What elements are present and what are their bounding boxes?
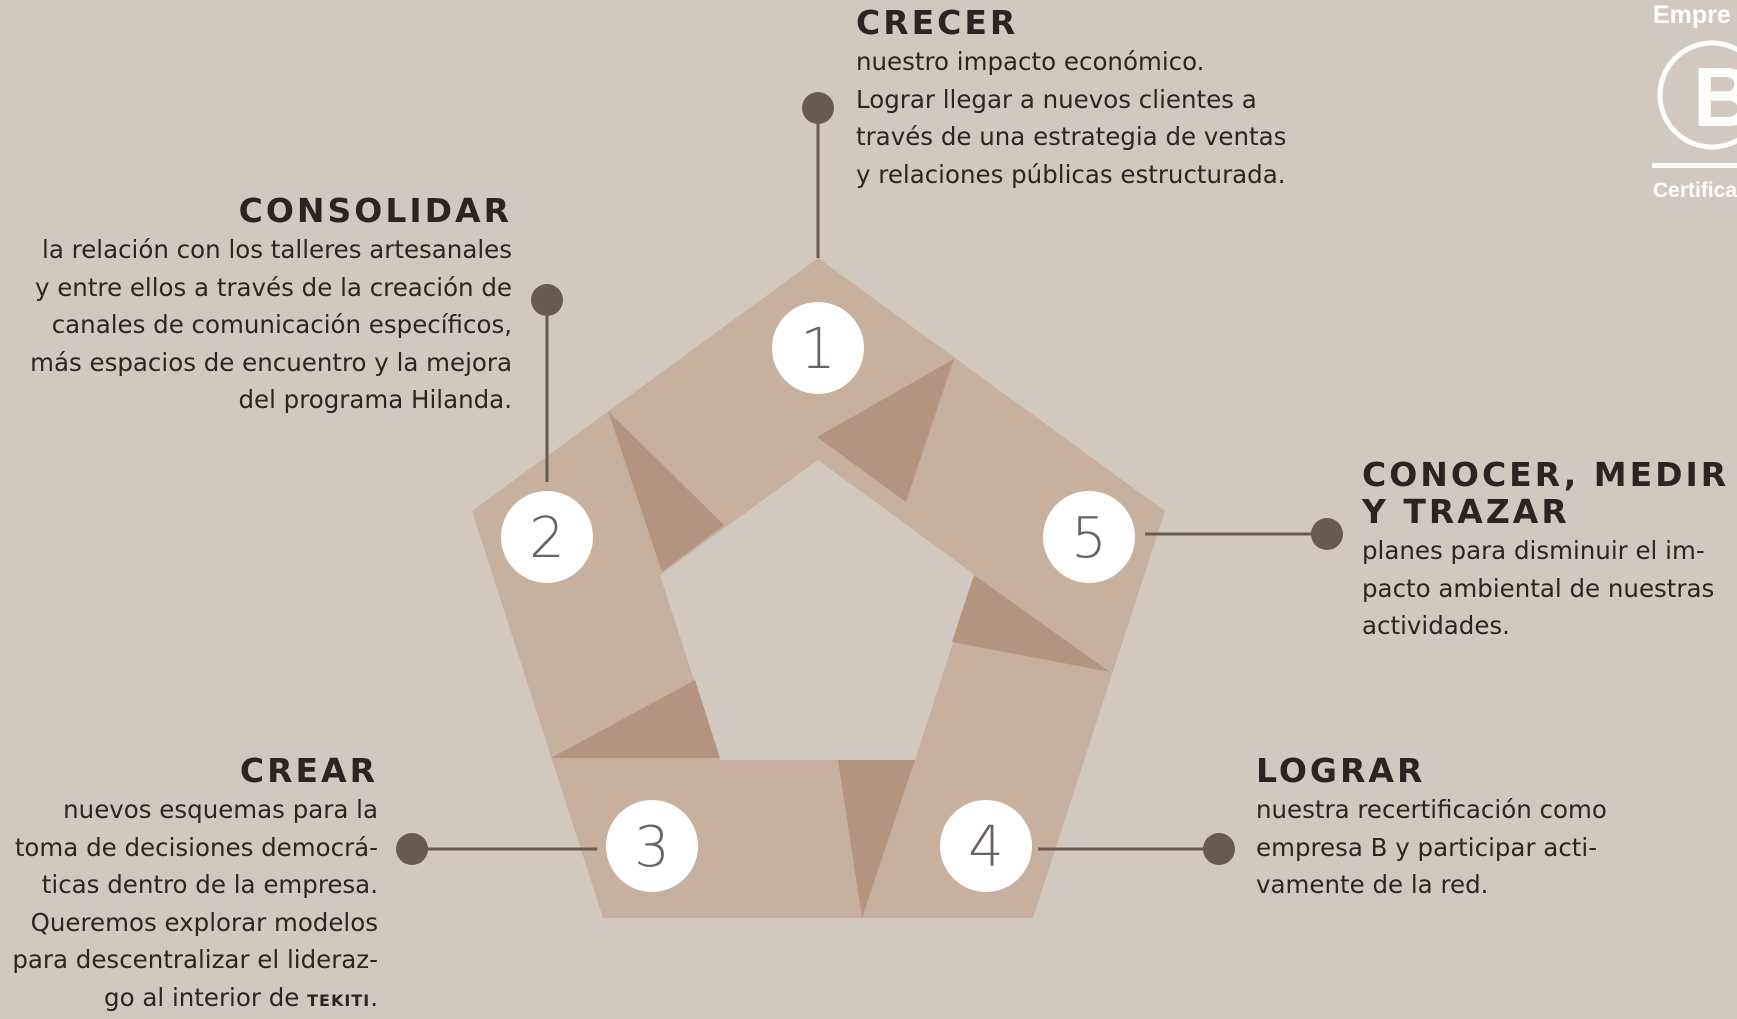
step-2-line: y entre ellos a través de la creación de: [10, 269, 512, 307]
step-3-line: ticas dentro de la empresa.: [4, 866, 378, 904]
connector-dot-4: [1203, 833, 1235, 865]
step-badge-4: 4: [940, 800, 1032, 892]
step-badge-5: 5: [1043, 491, 1135, 583]
step-3-line: Queremos explorar modelos: [4, 904, 378, 942]
step-5-conocer: CONOCER, MEDIR Y TRAZAR planes para dism…: [1362, 456, 1732, 645]
step-2-title: CONSOLIDAR: [10, 192, 512, 229]
step-1-line: nuestro impacto económico.: [856, 43, 1296, 81]
step-badge-3: 3: [606, 800, 698, 892]
step-number-1: 1: [800, 317, 836, 382]
step-4-title: LOGRAR: [1256, 752, 1656, 789]
step-3-title: CREAR: [4, 752, 378, 789]
step-1-line: través de una estrategia de ventas: [856, 118, 1296, 156]
step-3-description: nuevos esquemas para la toma de decision…: [4, 791, 378, 1019]
connector-dot-2: [531, 284, 563, 316]
step-3-last-line: go al interior de TEKITI.: [4, 979, 378, 1019]
step-5-description: planes para disminuir el im- pacto ambie…: [1362, 532, 1732, 645]
step-4-description: nuestra recertificación como empresa B y…: [1256, 791, 1656, 904]
step-5-title-line: Y TRAZAR: [1362, 493, 1732, 530]
step-1-line: y relaciones públicas estructurada.: [856, 156, 1296, 194]
step-3-line: toma de decisiones democrá-: [4, 829, 378, 867]
step-number-4: 4: [968, 815, 1004, 880]
step-3-crear: CREAR nuevos esquemas para la toma de de…: [4, 752, 378, 1019]
step-2-line: más espacios de encuentro y la mejora: [10, 344, 512, 382]
step-3-line-prefix: go al interior de: [104, 983, 307, 1012]
step-5-line: pacto ambiental de nuestras: [1362, 570, 1732, 608]
step-1-line: Lograr llegar a nuevos clientes a: [856, 81, 1296, 119]
step-2-description: la relación con los talleres artesanales…: [10, 231, 512, 419]
brand-name: TEKITI: [307, 991, 370, 1010]
b-corp-logo-top-text: Empre: [1653, 1, 1731, 29]
step-5-line: planes para disminuir el im-: [1362, 532, 1732, 570]
connector-dot-5: [1311, 518, 1343, 550]
step-4-line: vamente de la red.: [1256, 866, 1656, 904]
b-corp-logo-letter: B: [1693, 50, 1737, 144]
step-1-title: CRECER: [856, 4, 1296, 41]
step-5-line: actividades.: [1362, 607, 1732, 645]
step-number-3: 3: [634, 815, 670, 880]
step-4-line: nuestra recertificación como: [1256, 791, 1656, 829]
step-3-line-suffix: .: [370, 983, 378, 1012]
connector-dot-3: [396, 833, 428, 865]
step-3-line: nuevos esquemas para la: [4, 791, 378, 829]
step-1-crecer: CRECER nuestro impacto económico. Lograr…: [856, 4, 1296, 193]
step-5-title: CONOCER, MEDIR Y TRAZAR: [1362, 456, 1732, 530]
connector-dot-1: [802, 92, 834, 124]
b-corp-logo: Empre B Certifica: [1652, 1, 1737, 202]
step-2-line: del programa Hilanda.: [10, 381, 512, 419]
step-2-line: canales de comunicación específicos,: [10, 306, 512, 344]
step-4-line: empresa B y participar acti-: [1256, 829, 1656, 867]
step-badge-1: 1: [772, 302, 864, 394]
step-2-line: la relación con los talleres artesanales: [10, 231, 512, 269]
step-3-line: para descentralizar el lideraz-: [4, 941, 378, 979]
step-number-2: 2: [529, 506, 565, 571]
step-number-5: 5: [1071, 506, 1107, 571]
step-2-consolidar: CONSOLIDAR la relación con los talleres …: [10, 192, 512, 419]
step-1-description: nuestro impacto económico. Lograr llegar…: [856, 43, 1296, 193]
step-5-title-line: CONOCER, MEDIR: [1362, 456, 1732, 493]
step-badge-2: 2: [501, 491, 593, 583]
b-corp-logo-bottom-text: Certifica: [1653, 179, 1737, 202]
step-4-lograr: LOGRAR nuestra recertificación como empr…: [1256, 752, 1656, 904]
